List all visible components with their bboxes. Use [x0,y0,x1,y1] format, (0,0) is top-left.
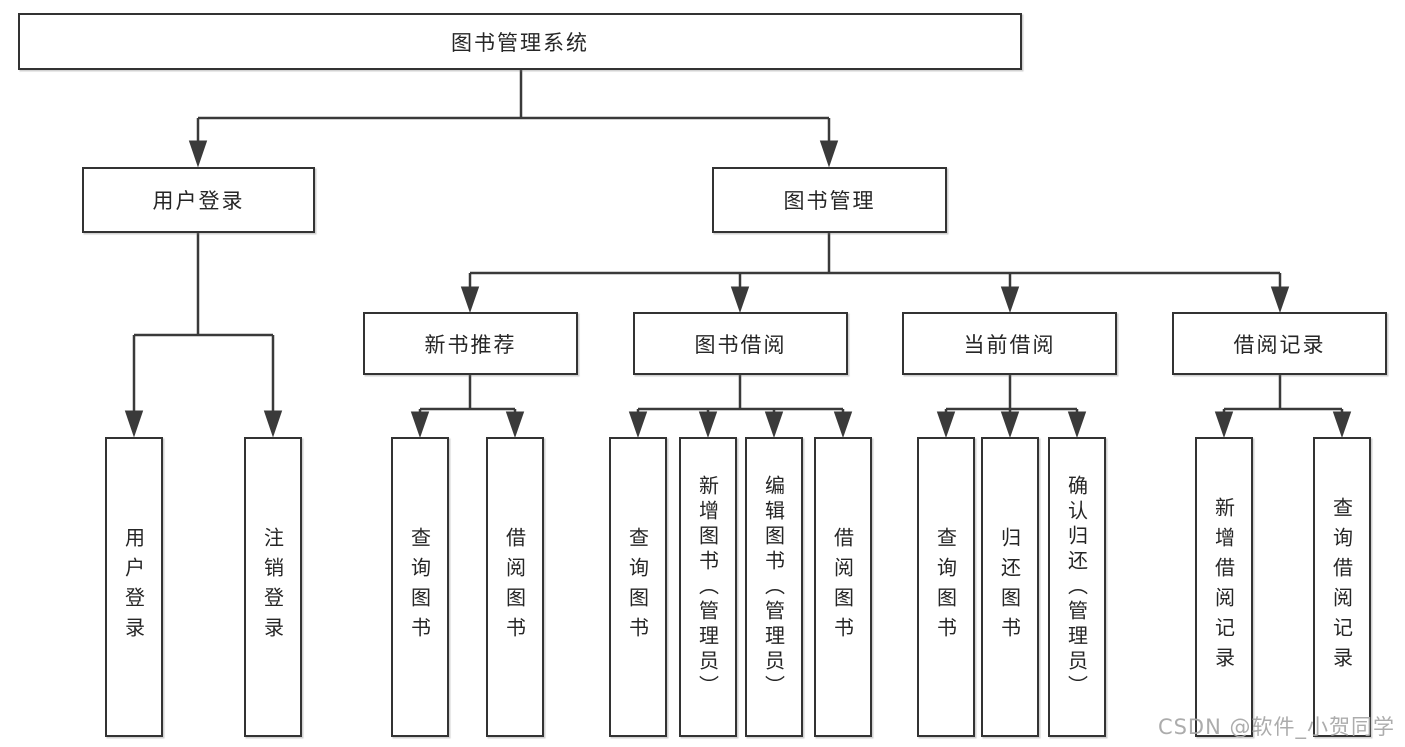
leaf-borrow-books-2: 借阅图书 [814,437,872,737]
leaf-borrow-books-1: 借阅图书 [486,437,544,737]
leaf-return-books: 归还图书 [981,437,1039,737]
node-book-management: 图书管理 [712,167,947,233]
connector-new-books-to-children [410,375,525,439]
leaf-query-borrow-record: 查询借阅记录 [1313,437,1371,737]
leaf-query-books-1: 查询图书 [391,437,449,737]
connector-root-to-level2 [188,69,839,168]
leaf-query-books-3: 查询图书 [917,437,975,737]
node-library-management-system: 图书管理系统 [18,13,1022,70]
leaf-user-login: 用户登录 [105,437,163,737]
leaf-add-books-admin: 新增图书（管理员） [679,437,737,737]
node-borrow-records: 借阅记录 [1172,312,1387,375]
leaf-confirm-return-admin: 确认归还（管理员） [1048,437,1106,737]
leaf-query-books-2: 查询图书 [609,437,667,737]
connector-book-borrow-to-children [628,375,853,439]
connector-current-borrow-to-children [936,375,1087,439]
leaf-logout: 注销登录 [244,437,302,737]
connector-borrow-records-to-children [1214,375,1352,439]
connector-book-mgmt-to-level3 [460,233,1290,314]
node-user-login: 用户登录 [82,167,315,233]
leaf-add-borrow-record: 新增借阅记录 [1195,437,1253,737]
leaf-edit-books-admin: 编辑图书（管理员） [745,437,803,737]
connector-user-login-to-children [124,233,283,438]
node-new-book-recommend: 新书推荐 [363,312,578,375]
csdn-watermark: CSDN @软件_小贺同学 [1157,715,1395,739]
node-current-borrow: 当前借阅 [902,312,1117,375]
node-book-borrow: 图书借阅 [633,312,848,375]
